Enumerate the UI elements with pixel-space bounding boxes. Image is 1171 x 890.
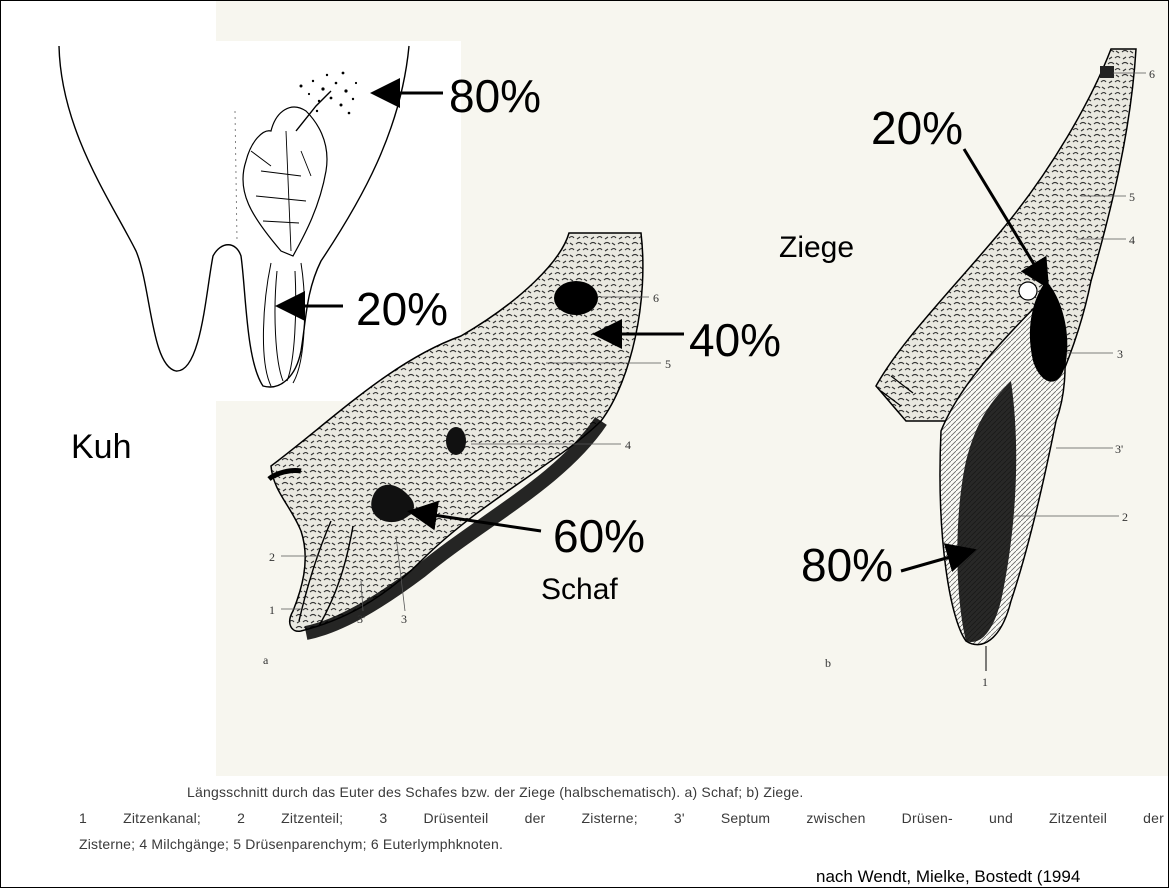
sheep-label-5: 5	[665, 357, 671, 372]
schaf-label: Schaf	[541, 575, 618, 605]
figure-caption: Längsschnitt durch das Euter des Schafes…	[79, 779, 1164, 857]
sheep-label-2: 2	[269, 550, 275, 565]
schaf-top-percentage: 40%	[689, 317, 781, 363]
panel-b-label: b	[825, 656, 831, 671]
kuh-bottom-percentage: 20%	[356, 286, 448, 332]
goat-label-5: 5	[1129, 190, 1135, 205]
panel-a-label: a	[263, 653, 268, 668]
caption-line-2: 1 Zitzenkanal; 2 Zitzenteil; 3 Drüsentei…	[79, 805, 1164, 831]
ziege-bottom-percentage: 80%	[801, 542, 893, 588]
source-citation: nach Wendt, Mielke, Bostedt (1994	[816, 867, 1080, 887]
sheep-label-3prime: 3'	[357, 612, 365, 627]
goat-label-1: 1	[982, 675, 988, 690]
ziege-label: Ziege	[779, 233, 854, 263]
schaf-bottom-percentage: 60%	[553, 513, 645, 559]
sheep-label-6: 6	[653, 291, 659, 306]
caption-line-1: Längsschnitt durch das Euter des Schafes…	[79, 779, 1164, 805]
sheep-label-4: 4	[625, 438, 631, 453]
caption-line-3: Zisterne; 4 Milchgänge; 5 Drüsenparenchy…	[79, 836, 503, 852]
ziege-top-percentage: 20%	[871, 105, 963, 151]
goat-label-3prime: 3'	[1115, 442, 1123, 457]
goat-label-2: 2	[1122, 510, 1128, 525]
goat-label-3: 3	[1117, 347, 1123, 362]
kuh-label: Kuh	[71, 430, 132, 464]
goat-label-4: 4	[1129, 233, 1135, 248]
kuh-top-percentage: 80%	[449, 73, 541, 119]
sheep-label-1: 1	[269, 603, 275, 618]
cow-udder-drawing	[41, 41, 461, 401]
sheep-label-3: 3	[401, 612, 407, 627]
goat-label-6: 6	[1149, 67, 1155, 82]
